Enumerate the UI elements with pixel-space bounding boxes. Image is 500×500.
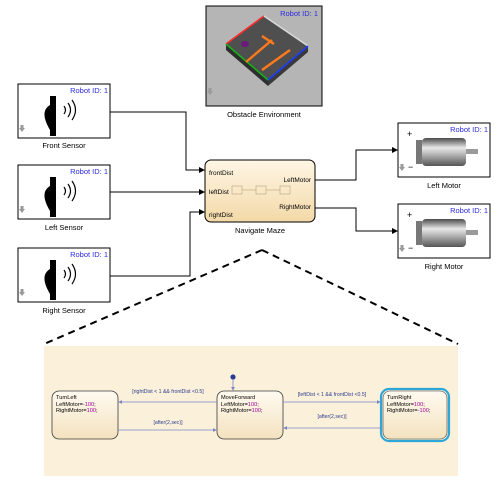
maze-3d-icon bbox=[225, 15, 309, 86]
robot-id-label: Robot ID: 1 bbox=[450, 206, 488, 215]
mask-arrow-icon bbox=[207, 88, 213, 95]
navigate-maze-block[interactable]: frontDist leftDist rightDist LeftMotor R… bbox=[204, 159, 316, 223]
state-name: MoveForward bbox=[221, 395, 255, 401]
right-motor-block[interactable]: + − Robot ID: 1 bbox=[397, 203, 491, 259]
mini-chart-icon bbox=[231, 185, 291, 195]
robot-id-label: Robot ID: 1 bbox=[280, 9, 318, 18]
signal-rightmotor[interactable] bbox=[315, 207, 398, 234]
signal-right[interactable] bbox=[110, 209, 205, 277]
state-action-2: RightMotor=100; bbox=[221, 408, 263, 414]
mask-arrow-icon bbox=[19, 206, 25, 213]
sensor-icon bbox=[44, 260, 77, 300]
left-sensor-label: Left Sensor bbox=[45, 223, 84, 232]
robot-id-label: Robot ID: 1 bbox=[70, 250, 108, 259]
mask-arrow-icon bbox=[19, 125, 25, 132]
port-frontdist: frontDist bbox=[209, 170, 233, 177]
port-rightmotor: RightMotor bbox=[279, 204, 312, 211]
state-action-1: LeftMotor=-100; bbox=[56, 402, 96, 408]
sensor-icon bbox=[44, 177, 77, 217]
motor-icon: + − bbox=[407, 210, 478, 253]
state-moveforward[interactable]: MoveForward LeftMotor=100; RightMotor=10… bbox=[216, 390, 284, 440]
front-sensor-label: Front Sensor bbox=[42, 141, 86, 150]
signal-leftmotor[interactable] bbox=[315, 147, 398, 181]
right-sensor-label: Right Sensor bbox=[42, 306, 86, 315]
port-leftmotor: LeftMotor bbox=[284, 177, 312, 184]
state-turnleft[interactable]: TurnLeft LeftMotor=-100; RightMotor=100; bbox=[51, 390, 119, 440]
obstacle-environment-label: Obstacle Environment bbox=[227, 110, 302, 119]
state-turnright[interactable]: TurnRight LeftMotor=100; RightMotor=-100… bbox=[379, 387, 451, 443]
left-motor-label: Left Motor bbox=[427, 181, 461, 190]
port-rightdist: rightDist bbox=[209, 212, 233, 219]
state-action-1: LeftMotor=100; bbox=[221, 402, 259, 408]
robot-id-label: Robot ID: 1 bbox=[450, 125, 488, 134]
right-sensor-block[interactable]: Robot ID: 1 bbox=[17, 247, 111, 303]
navigate-maze-label: Navigate Maze bbox=[235, 226, 285, 235]
transition-label-from-turnright: [after(2,sec)] bbox=[317, 414, 347, 420]
state-name: TurnRight bbox=[387, 395, 412, 401]
zoom-callout bbox=[43, 249, 459, 345]
motor-icon: + − bbox=[407, 129, 478, 172]
robot-id-label: Robot ID: 1 bbox=[70, 86, 108, 95]
state-action-1: LeftMotor=100; bbox=[387, 402, 425, 408]
transition-label-from-turnleft: [after(2,sec)] bbox=[153, 420, 183, 426]
obstacle-environment-block[interactable]: Robot ID: 1 bbox=[205, 5, 323, 107]
state-action-2: RightMotor=100; bbox=[56, 408, 98, 414]
transition-label-to-turnleft: [rightDist < 1 && frontDist <0.5] bbox=[132, 389, 204, 395]
mask-arrow-icon bbox=[19, 289, 25, 296]
signal-lines bbox=[110, 111, 398, 277]
mask-arrow-icon bbox=[399, 245, 405, 252]
robot-id-label: Robot ID: 1 bbox=[70, 167, 108, 176]
left-sensor-block[interactable]: Robot ID: 1 bbox=[17, 164, 111, 220]
right-motor-label: Right Motor bbox=[425, 262, 464, 271]
sensor-icon bbox=[44, 96, 77, 136]
svg-text:+: + bbox=[407, 129, 412, 139]
mask-arrow-icon bbox=[399, 164, 405, 171]
stateflow-chart-panel: TurnLeft LeftMotor=-100; RightMotor=100;… bbox=[44, 346, 458, 476]
state-action-2: RightMotor=-100; bbox=[387, 408, 431, 414]
svg-text:−: − bbox=[408, 243, 413, 253]
state-name: TurnLeft bbox=[56, 395, 77, 401]
signal-front[interactable] bbox=[110, 111, 205, 173]
svg-text:−: − bbox=[408, 162, 413, 172]
front-sensor-block[interactable]: Robot ID: 1 bbox=[17, 83, 111, 139]
transition-label-to-turnright: [leftDist < 1 && frontDist <0.5] bbox=[298, 392, 367, 398]
default-transition-dot bbox=[230, 374, 236, 380]
left-motor-block[interactable]: + − Robot ID: 1 bbox=[397, 122, 491, 178]
svg-text:+: + bbox=[407, 210, 412, 220]
port-leftdist: leftDist bbox=[209, 189, 229, 196]
